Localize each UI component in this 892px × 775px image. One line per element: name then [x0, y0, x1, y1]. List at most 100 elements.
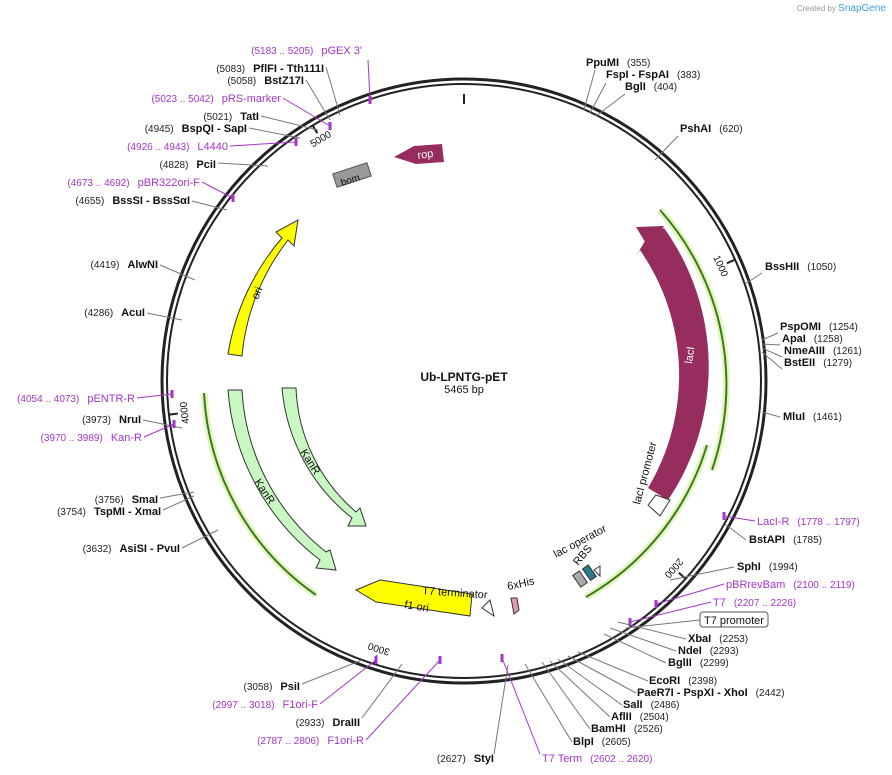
site-leader [744, 272, 763, 285]
KanR-outer-feature [227, 389, 337, 571]
orf-arc-right-top-line [659, 209, 728, 471]
primer-range: (4054 .. 4073) [17, 394, 79, 405]
site-position: (5083) [216, 64, 245, 75]
site-position: (4655) [75, 196, 104, 207]
site-name: BssSI - BssSαI [112, 195, 190, 207]
ori-feature [227, 219, 299, 357]
site-label: NdeI(2293) [678, 645, 739, 657]
site-leader [191, 200, 228, 211]
site-label: SphI (1994) [737, 561, 798, 573]
site-label: (5083)PflFI - Tth111I [216, 63, 324, 75]
site-name: NdeI [678, 645, 702, 657]
site-name: TatI [240, 111, 259, 123]
site-name: PpuMI [586, 57, 619, 69]
primer-name: pENTR-R [87, 393, 135, 405]
backbone [160, 77, 768, 685]
site-position: (2504) [640, 712, 669, 723]
site-position: (5021) [203, 112, 232, 123]
primer-mark [328, 122, 332, 130]
site-leader [159, 264, 196, 281]
primer-leader [365, 659, 441, 741]
site-position: (4419) [91, 260, 120, 271]
site-label: BstEII(1279) [784, 357, 852, 369]
primer-range: (2207 .. 2226) [734, 598, 796, 609]
site-label: BstAPI(1785) [749, 534, 822, 546]
tick-label: 5000 [309, 129, 334, 150]
site-position: (1994) [769, 562, 798, 573]
bom-feature [332, 162, 372, 188]
primer-label: (5183 .. 5205)pGEX 3' [251, 45, 362, 57]
site-name: BlpI [573, 736, 594, 748]
site-leader [761, 332, 779, 341]
site-position: (5058) [227, 76, 256, 87]
site-label: EcoRI(2398) [649, 675, 717, 687]
site-label: (4828)PciI [160, 159, 216, 171]
site-leader [549, 660, 611, 718]
tick-label: 3000 [366, 640, 391, 657]
credit-prefix: Created by [796, 4, 836, 13]
site-leader [595, 93, 626, 117]
site-leader [589, 82, 607, 114]
site-name: SphI [737, 561, 761, 573]
site-position: (404) [654, 82, 677, 93]
site-name: PsiI [280, 681, 300, 693]
site-position: (3058) [244, 682, 273, 693]
primer-label: (4926 .. 4943)L4440 [127, 141, 228, 153]
site-label: (2627)StyI [437, 753, 494, 765]
primer-sites: (5183 .. 5205)pGEX 3' (5023 .. 5042)pRS-m… [17, 45, 860, 765]
site-position: (3756) [95, 495, 124, 506]
site-position: (1258) [814, 334, 843, 345]
site-position: (1279) [823, 358, 852, 369]
site-label: PpuMI(355) [586, 57, 650, 69]
site-leader [761, 343, 781, 346]
site-name: AlwNI [127, 259, 158, 271]
site-label: SalI(2486) [623, 699, 679, 711]
site-leader [609, 627, 677, 652]
tick-label: 1000 [710, 254, 729, 279]
site-position: (3973) [82, 415, 111, 426]
site-label: PaeR7I - PspXI - XhoI(2442) [637, 687, 785, 699]
primer-name: T7 [713, 597, 726, 609]
tick-2000 [678, 572, 687, 580]
site-position: (2605) [602, 737, 631, 748]
primer-name: L4440 [197, 141, 228, 153]
site-position: (2526) [634, 724, 663, 735]
primer-range: (2787 .. 2806) [257, 736, 319, 747]
rop-feature [394, 144, 444, 164]
primer-name: pBRrevBam [726, 579, 785, 591]
lacI-arrowhead [636, 226, 664, 250]
plasmid-title: Ub-LPNTG-pET [420, 370, 508, 384]
site-leader [146, 312, 183, 321]
site-position: (383) [677, 70, 700, 81]
site-leader [325, 66, 341, 116]
site-leader [361, 663, 403, 719]
orf-arc-left-line [203, 392, 317, 596]
site-position: (2398) [688, 676, 717, 687]
tick-label: 2000 [661, 556, 684, 580]
site-label: NmeAIII(1261) [784, 345, 862, 357]
site-name: PshAI [680, 123, 711, 135]
site-name: MluI [783, 411, 805, 423]
site-label: ApaI(1258) [782, 333, 843, 345]
primer-label: (5023 .. 5042)pRS-marker [151, 93, 281, 105]
site-position: (2627) [437, 754, 466, 765]
site-name: TspMI - XmaI [94, 506, 161, 518]
site-label: (2933)DraIII [296, 717, 360, 729]
site-label: XbaI(2253) [688, 633, 748, 645]
site-leader [654, 135, 679, 161]
site-label: PspOMI(1254) [780, 321, 858, 333]
site-label: (3973)NruI [82, 414, 141, 426]
primer-name: F1ori-F [283, 699, 319, 711]
site-label: (4286)AcuI [84, 307, 145, 319]
primer-mark [438, 656, 442, 664]
site-name: SmaI [132, 494, 158, 506]
lacI-label: lacI [683, 346, 697, 365]
site-position: (4945) [145, 124, 174, 135]
site-label: MluI(1461) [783, 411, 842, 423]
site-leader [669, 566, 735, 581]
site-position: (4286) [84, 308, 113, 319]
T7-promoter-box [699, 611, 769, 628]
primer-mark [170, 390, 174, 398]
site-label: FspI - FspAI(383) [606, 69, 700, 81]
site-name: AflII [611, 711, 632, 723]
